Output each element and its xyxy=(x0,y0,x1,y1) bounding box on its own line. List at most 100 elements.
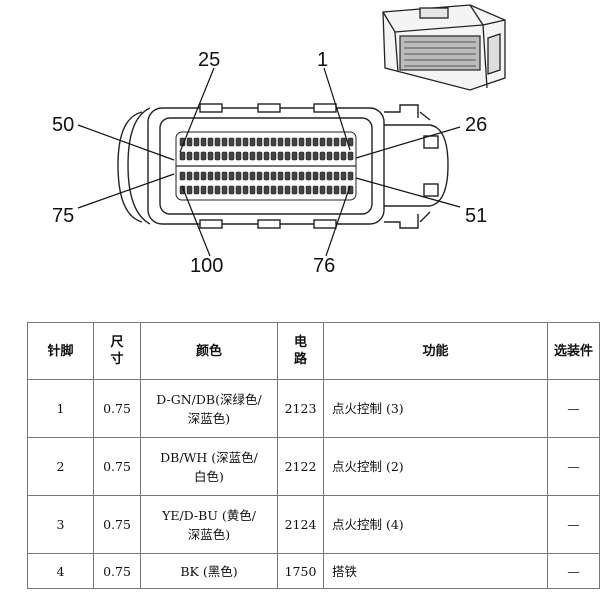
cell-size: 0.75 xyxy=(93,437,141,496)
pin-cavity xyxy=(326,171,333,181)
cell-option: — xyxy=(547,437,600,496)
table-row: 3 0.75 YE/D-BU (黄色/深蓝色) 2124 点火控制 (4) — xyxy=(27,495,600,554)
pin-cavity xyxy=(333,171,340,181)
pin-cavity xyxy=(221,171,228,181)
table-row: 1 0.75 D-GN/DB(深绿色/深蓝色) 2123 点火控制 (3) — xyxy=(27,379,600,438)
connector-diagram: 25 1 50 26 75 51 100 76 xyxy=(52,4,506,277)
pin-cavity xyxy=(242,137,249,147)
pin-cavity xyxy=(305,151,312,161)
pin-cavity xyxy=(242,151,249,161)
header-option: 选装件 xyxy=(547,322,600,380)
cell-option: — xyxy=(547,495,600,554)
pin-cavity xyxy=(235,171,242,181)
leader-lines xyxy=(77,67,461,257)
pin-label-26: 26 xyxy=(465,114,487,136)
pin-cavity xyxy=(305,137,312,147)
pin-cavity xyxy=(235,185,242,195)
pin-cavity xyxy=(214,171,221,181)
table-row: 2 0.75 DB/WH (深蓝色/白色) 2122 点火控制 (2) — xyxy=(27,437,600,496)
pin-grid xyxy=(179,137,354,195)
pin-cavity xyxy=(270,171,277,181)
pin-cavity xyxy=(221,185,228,195)
pin-cavity xyxy=(200,151,207,161)
color-line-2: 深蓝色) xyxy=(187,410,231,426)
pin-cavity xyxy=(207,185,214,195)
pin-cavity xyxy=(186,137,193,147)
pin-cavity xyxy=(312,151,319,161)
pin-cavity xyxy=(263,137,270,147)
pin-cavity xyxy=(312,137,319,147)
color-line-1: D-GN/DB(深绿色/ xyxy=(156,391,262,407)
pin-cavity xyxy=(263,151,270,161)
pin-cavity xyxy=(326,151,333,161)
pin-cavity xyxy=(256,171,263,181)
pin-cavity xyxy=(298,185,305,195)
pin-cavity xyxy=(326,185,333,195)
pin-cavity xyxy=(284,137,291,147)
cell-function: 点火控制 (3) xyxy=(323,379,548,438)
pin-cavity xyxy=(221,137,228,147)
pin-cavity xyxy=(235,151,242,161)
pin-cavity xyxy=(270,185,277,195)
pin-cavity xyxy=(291,151,298,161)
cell-function: 搭铁 xyxy=(323,553,548,589)
pin-cavity xyxy=(214,185,221,195)
pin-cavity xyxy=(186,171,193,181)
cell-option: — xyxy=(547,379,600,438)
cell-circuit: 1750 xyxy=(277,553,324,589)
pin-cavity xyxy=(186,151,193,161)
pin-cavity xyxy=(249,151,256,161)
pin-cavity xyxy=(340,185,347,195)
cell-option: — xyxy=(547,553,600,589)
pin-cavity xyxy=(319,151,326,161)
cell-circuit: 2124 xyxy=(277,495,324,554)
pin-cavity xyxy=(207,171,214,181)
header-size: 尺寸 xyxy=(93,322,141,380)
pin-cavity xyxy=(277,151,284,161)
pin-cavity xyxy=(228,185,235,195)
pin-cavity xyxy=(326,137,333,147)
pin-cavity xyxy=(277,137,284,147)
cell-size: 0.75 xyxy=(93,495,141,554)
cell-color: DB/WH (深蓝色/白色) xyxy=(140,437,278,496)
pin-cavity xyxy=(340,137,347,147)
cell-pin: 2 xyxy=(27,437,94,496)
color-line-2: 深蓝色) xyxy=(187,526,231,542)
pin-cavity xyxy=(305,171,312,181)
pin-cavity xyxy=(249,171,256,181)
pin-cavity xyxy=(305,185,312,195)
pin-label-25: 25 xyxy=(198,49,220,71)
table-row: 4 0.75 BK (黑色) 1750 搭铁 — xyxy=(27,553,600,589)
pin-cavity xyxy=(291,137,298,147)
cell-size: 0.75 xyxy=(93,553,141,589)
pin-table: 针脚 尺寸 颜色 电路 功能 选装件 1 0.75 D-GN/DB(深绿色/深蓝… xyxy=(27,322,600,589)
cell-color: YE/D-BU (黄色/深蓝色) xyxy=(140,495,278,554)
pin-label-100: 100 xyxy=(190,255,223,277)
pin-cavity xyxy=(179,171,186,181)
pin-cavity xyxy=(291,171,298,181)
pin-cavity xyxy=(235,137,242,147)
pin-cavity xyxy=(249,185,256,195)
pin-label-75: 75 xyxy=(52,205,74,227)
cell-pin: 3 xyxy=(27,495,94,554)
pin-cavity xyxy=(340,171,347,181)
cell-color: BK (黑色) xyxy=(140,553,278,589)
pin-cavity xyxy=(228,151,235,161)
pin-cavity xyxy=(207,151,214,161)
pin-cavity xyxy=(312,171,319,181)
pin-cavity xyxy=(333,151,340,161)
pin-cavity xyxy=(270,151,277,161)
pin-label-51: 51 xyxy=(465,205,487,227)
header-function: 功能 xyxy=(323,322,548,380)
pin-cavity xyxy=(333,185,340,195)
pin-cavity xyxy=(347,171,354,181)
pin-cavity xyxy=(298,151,305,161)
pin-cavity xyxy=(298,171,305,181)
pin-cavity xyxy=(214,137,221,147)
cell-function: 点火控制 (4) xyxy=(323,495,548,554)
pin-cavity xyxy=(228,171,235,181)
pin-cavity xyxy=(193,185,200,195)
pin-cavity xyxy=(263,185,270,195)
connector-thumbnail xyxy=(382,4,506,91)
pin-cavity xyxy=(193,151,200,161)
